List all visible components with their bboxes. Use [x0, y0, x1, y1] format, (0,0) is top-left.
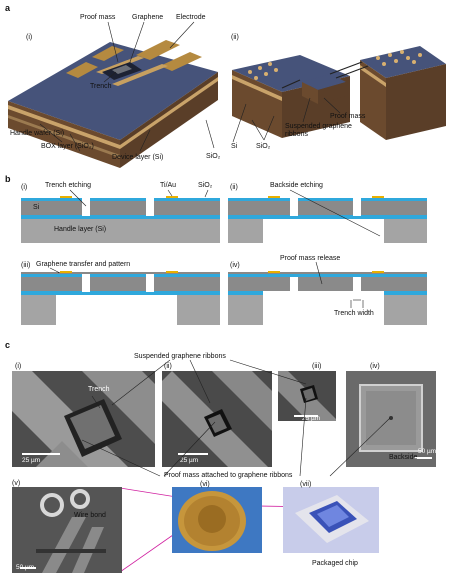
- scale-bar-i: 25 µm: [22, 457, 41, 464]
- label-proof-mass-attached: Proof mass attached to graphene ribbons: [164, 472, 293, 479]
- panel-c-sub-iii: (iii): [312, 363, 322, 370]
- panel-c-sub-v: (v): [12, 480, 21, 487]
- panel-b-sub-iv: (iv): [230, 262, 240, 269]
- panel-b-letter: b: [5, 174, 11, 184]
- coin-photo: [172, 487, 262, 553]
- panel-a-letter: a: [5, 3, 11, 13]
- label-graphene-transfer: Graphene transfer and pattern: [36, 261, 131, 268]
- label-si-a: Si: [231, 143, 238, 150]
- sem-image-iii: [278, 371, 336, 421]
- panel-c-sub-i: (i): [15, 363, 22, 370]
- panel-c-sub-iv: (iv): [370, 363, 380, 370]
- label-handle-layer: Handle layer (Si): [54, 226, 107, 233]
- label-wire-bond: Wire bond: [74, 512, 106, 519]
- panel-b-sub-i: (i): [21, 184, 28, 191]
- label-trench-c: Trench: [88, 386, 110, 393]
- label-suspended-ribbons-a: Suspended graphene ribbons: [285, 123, 352, 138]
- sem-image-iv: [346, 371, 436, 467]
- panel-c-sub-vi: (vi): [200, 481, 210, 488]
- scale-bar-iv: 50 µm: [418, 448, 437, 455]
- panel-a-sub-i: (i): [26, 34, 33, 41]
- label-suspended-ribbons-c: Suspended graphene ribbons: [134, 353, 226, 360]
- label-sio2-ii: SiO₂: [256, 143, 271, 150]
- label-electrode: Electrode: [176, 14, 206, 21]
- chip-3d-illustration: [8, 21, 446, 168]
- label-tiau: Ti/Au: [160, 182, 177, 189]
- label-box-layer: BOX layer (SiO₂): [41, 143, 94, 150]
- label-trench: Trench: [90, 83, 112, 90]
- label-proof-mass: Proof mass: [80, 14, 116, 21]
- label-graphene: Graphene: [132, 14, 164, 21]
- label-packaged-chip: Packaged chip: [312, 560, 358, 567]
- label-device-layer: Device layer (Si): [112, 154, 164, 161]
- label-backside-etching: Backside etching: [270, 182, 323, 189]
- panel-c-sub-ii: (ii): [164, 363, 172, 370]
- label-sio2-a: SiO₂: [206, 153, 221, 160]
- sem-image-ii: [162, 371, 272, 467]
- scale-bar-v: 50 µm: [16, 564, 35, 571]
- label-trench-width: Trench width: [334, 310, 374, 317]
- panel-c-sub-vii: (vii): [300, 481, 312, 488]
- label-handle-wafer: Handle wafer (Si): [10, 130, 65, 137]
- scale-bar-ii: 25 µm: [180, 457, 199, 464]
- label-si-b: Si: [33, 204, 40, 211]
- label-sio2-b: SiO₂: [198, 182, 213, 189]
- label-proof-mass-ii: Proof mass: [330, 113, 366, 120]
- panel-b-sub-iii: (iii): [21, 262, 31, 269]
- label-trench-etching: Trench etching: [45, 182, 92, 189]
- process-cross-sections: [21, 189, 427, 325]
- scale-bar-iii: 25 µm: [302, 415, 321, 422]
- label-proof-mass-release: Proof mass release: [280, 255, 341, 262]
- sem-image-v: [12, 487, 122, 573]
- sem-image-i: [12, 371, 155, 467]
- panel-c-letter: c: [5, 340, 11, 350]
- panel-b-sub-ii: (ii): [230, 184, 238, 191]
- packaged-chip-photo: [283, 487, 379, 553]
- panel-a-sub-ii: (ii): [231, 34, 239, 41]
- label-backside: Backside: [389, 454, 418, 461]
